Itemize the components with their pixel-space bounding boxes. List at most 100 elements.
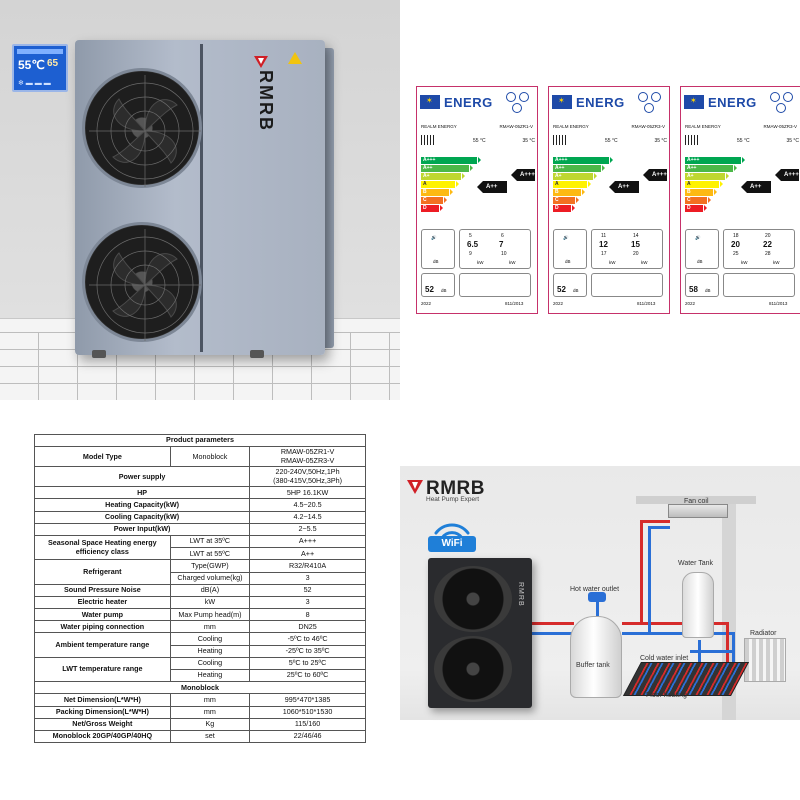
panel-seam xyxy=(200,44,203,352)
fan-blades-icon xyxy=(89,75,201,187)
capacity-box xyxy=(459,229,531,269)
kw-unit: kW xyxy=(609,260,616,265)
table-cell: Monoblock 20GP/40GP/40HQ xyxy=(34,729,171,744)
table-cell: 25ºC to 60ºC xyxy=(249,668,366,683)
label-water-tank: Water Tank xyxy=(678,560,714,567)
energy-class-bar: A xyxy=(685,181,723,188)
table-cell: dB(A) xyxy=(169,583,251,597)
label-buffer-tank: Buffer tank xyxy=(576,662,610,669)
model-id: RMAW-05ZR3-V xyxy=(631,124,665,129)
capacity-value: 14 xyxy=(633,233,639,239)
snowflake-icon: ❄ ▬ ▬ ▬ xyxy=(18,80,51,87)
table-cell: Max Pump head(m) xyxy=(169,608,251,622)
wifi-badge: WiFi xyxy=(428,536,476,552)
table-cell: set xyxy=(169,729,251,744)
table-cell: Net/Gross Weight xyxy=(34,717,171,731)
energy-class-bar: B xyxy=(553,189,585,196)
heat-pump-unit xyxy=(428,558,532,708)
table-cell: Type(GWP) xyxy=(169,559,251,573)
table-cell: Heating xyxy=(169,668,251,683)
table-cell: 3 xyxy=(249,595,366,610)
speaker-icon: 🔊 xyxy=(431,235,437,240)
table-cell: 995*470*1385 xyxy=(249,693,366,707)
energy-class-bar: A++ xyxy=(685,165,737,172)
table-cell: 4.5~20.5 xyxy=(249,498,366,512)
label-regulation: 811/2013 xyxy=(769,301,788,306)
capacity-value: 7 xyxy=(499,240,504,249)
table-cell: 1060*510*1530 xyxy=(249,705,366,719)
table-cell: 5HP 16.1KW xyxy=(249,486,366,500)
capacity-value: 5 xyxy=(469,233,472,239)
speaker-icon: 🔊 xyxy=(563,235,569,240)
table-cell: mm xyxy=(169,705,251,719)
radiator-icon xyxy=(421,135,435,145)
rating-55-arrow: A++ xyxy=(477,181,507,193)
table-cell: Heating xyxy=(169,644,251,658)
cold-pipe xyxy=(622,632,734,635)
table-cell: 3 xyxy=(249,571,366,585)
rating-55-arrow: A++ xyxy=(741,181,771,193)
energy-class-bar: B xyxy=(421,189,453,196)
table-cell: -5ºC to 46ºC xyxy=(249,632,366,646)
table-cell: Model Type xyxy=(34,446,171,468)
kw-unit: kW xyxy=(641,260,648,265)
buffer-tank xyxy=(570,616,622,698)
noise-box xyxy=(421,273,455,297)
table-cell: LWT at 35ºC xyxy=(169,534,251,549)
table-row: Power Input(kW)2~5.5 xyxy=(33,522,366,536)
supplier-name: REALM ENERGY xyxy=(421,124,457,129)
cold-pipe xyxy=(648,526,670,529)
hot-pipe xyxy=(622,622,728,625)
supplier-name: REALM ENERGY xyxy=(553,124,589,129)
temp-55: 55 °C xyxy=(605,138,618,144)
fan-blades-icon xyxy=(89,229,201,341)
diagram-brand: RMRB xyxy=(426,478,485,499)
noise-value: 52 xyxy=(557,285,566,294)
label-year: 2022 xyxy=(685,301,696,306)
capacity-value: 18 xyxy=(733,233,739,239)
cold-pipe xyxy=(648,526,651,634)
table-cell: 8 xyxy=(249,608,366,622)
table-cell: Sound Pressure Noise xyxy=(34,583,171,597)
energy-class-bar: A+ xyxy=(553,173,597,180)
table-cell: Charged volume(kg) xyxy=(169,571,251,585)
cold-pipe xyxy=(532,632,574,635)
table-cell: Seasonal Space Heating energy efficiency… xyxy=(34,534,171,561)
rating-35-arrow: A+++ xyxy=(643,169,667,181)
kw-unit: kW xyxy=(741,260,748,265)
radiator-icon xyxy=(685,135,699,145)
capacity-value: 22 xyxy=(763,240,772,249)
table-cell: Monoblock xyxy=(169,446,251,468)
model-id: RMAW-05ZR1-V xyxy=(499,124,533,129)
capacity-value: 17 xyxy=(601,251,607,257)
label-cold-water-inlet: Cold water inlet xyxy=(640,655,689,662)
noise-value: 52 xyxy=(425,285,434,294)
energy-class-bar: A+++ xyxy=(685,157,745,164)
noise-box xyxy=(553,273,587,297)
table-cell: A++ xyxy=(249,547,366,561)
table-cell: Net Dimension(L*W*H) xyxy=(34,693,171,707)
energy-class-bar: D xyxy=(685,205,707,212)
table-cell: Power Input(kW) xyxy=(33,522,251,536)
table-title-row: Product parameters xyxy=(34,433,366,448)
table-cell: Cooling xyxy=(169,656,251,671)
energy-class-bar: A xyxy=(421,181,459,188)
table-cell: Water piping connection xyxy=(34,620,171,634)
noise-unit: dB xyxy=(705,288,711,293)
floor-heating-grid xyxy=(622,662,750,696)
sound-box xyxy=(685,229,719,269)
db-unit: dB xyxy=(565,259,571,264)
capacity-value: 20 xyxy=(765,233,771,239)
energy-class-bar: A+ xyxy=(685,173,729,180)
table-cell: mm xyxy=(169,693,251,707)
rating-55-arrow: A++ xyxy=(609,181,639,193)
